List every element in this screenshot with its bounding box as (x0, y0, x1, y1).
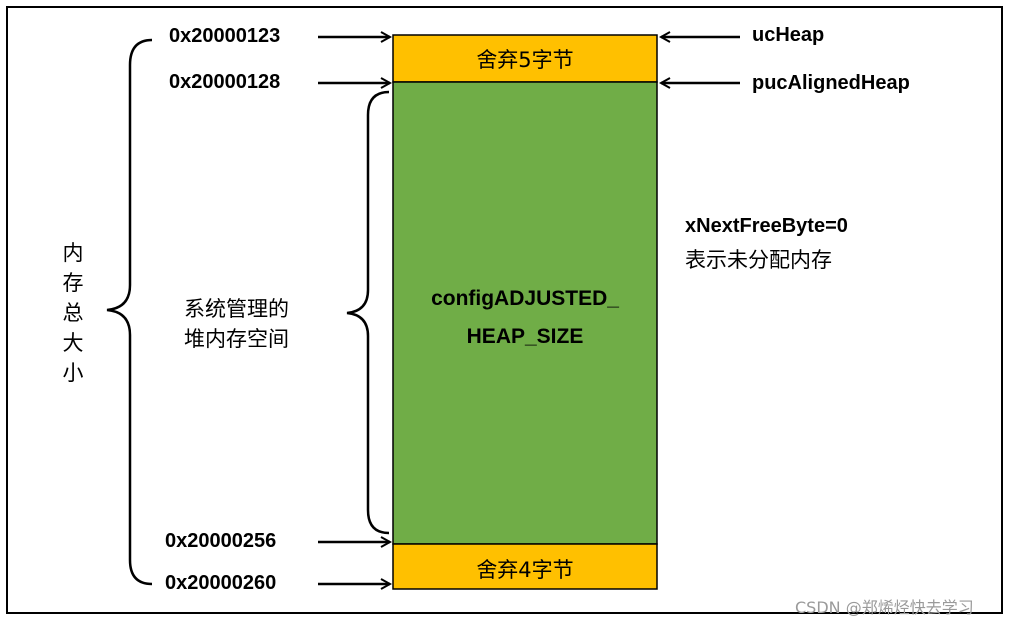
discard-4-bytes-block (392, 543, 658, 590)
heap-size-line2: HEAP_SIZE (466, 325, 584, 348)
diagram-frame (6, 6, 1003, 614)
managed-heap-label-line1: 系统管理的 (184, 297, 289, 321)
address-label-0x20000123: 0x20000123 (169, 25, 281, 47)
watermark: CSDN @郑烯烃快去学习 (795, 598, 974, 617)
discard-5-bytes-label: 舍弃5字节 (476, 48, 574, 72)
heap-size-label: configADJUSTED_ HEAP_SIZE (393, 280, 657, 356)
managed-heap-label-line2: 堆内存空间 (184, 327, 289, 351)
unallocated-note: 表示未分配内存 (685, 248, 832, 272)
next-free-byte-label: xNextFreeByte=0 (685, 215, 848, 237)
pucalignedheap-label: pucAlignedHeap (752, 72, 910, 94)
managed-heap-brace (346, 90, 390, 535)
ucheap-label: ucHeap (752, 24, 825, 46)
discard-4-bytes-label: 舍弃4字节 (476, 558, 574, 582)
total-memory-brace (106, 38, 153, 586)
heap-space-block (392, 81, 658, 545)
heap-size-line1: configADJUSTED_ (431, 287, 619, 310)
address-label-0x20000260: 0x20000260 (165, 572, 277, 594)
total-memory-size-label: 内存总大小 (62, 241, 84, 385)
address-label-0x20000128: 0x20000128 (169, 71, 281, 93)
address-label-0x20000256: 0x20000256 (165, 530, 277, 552)
